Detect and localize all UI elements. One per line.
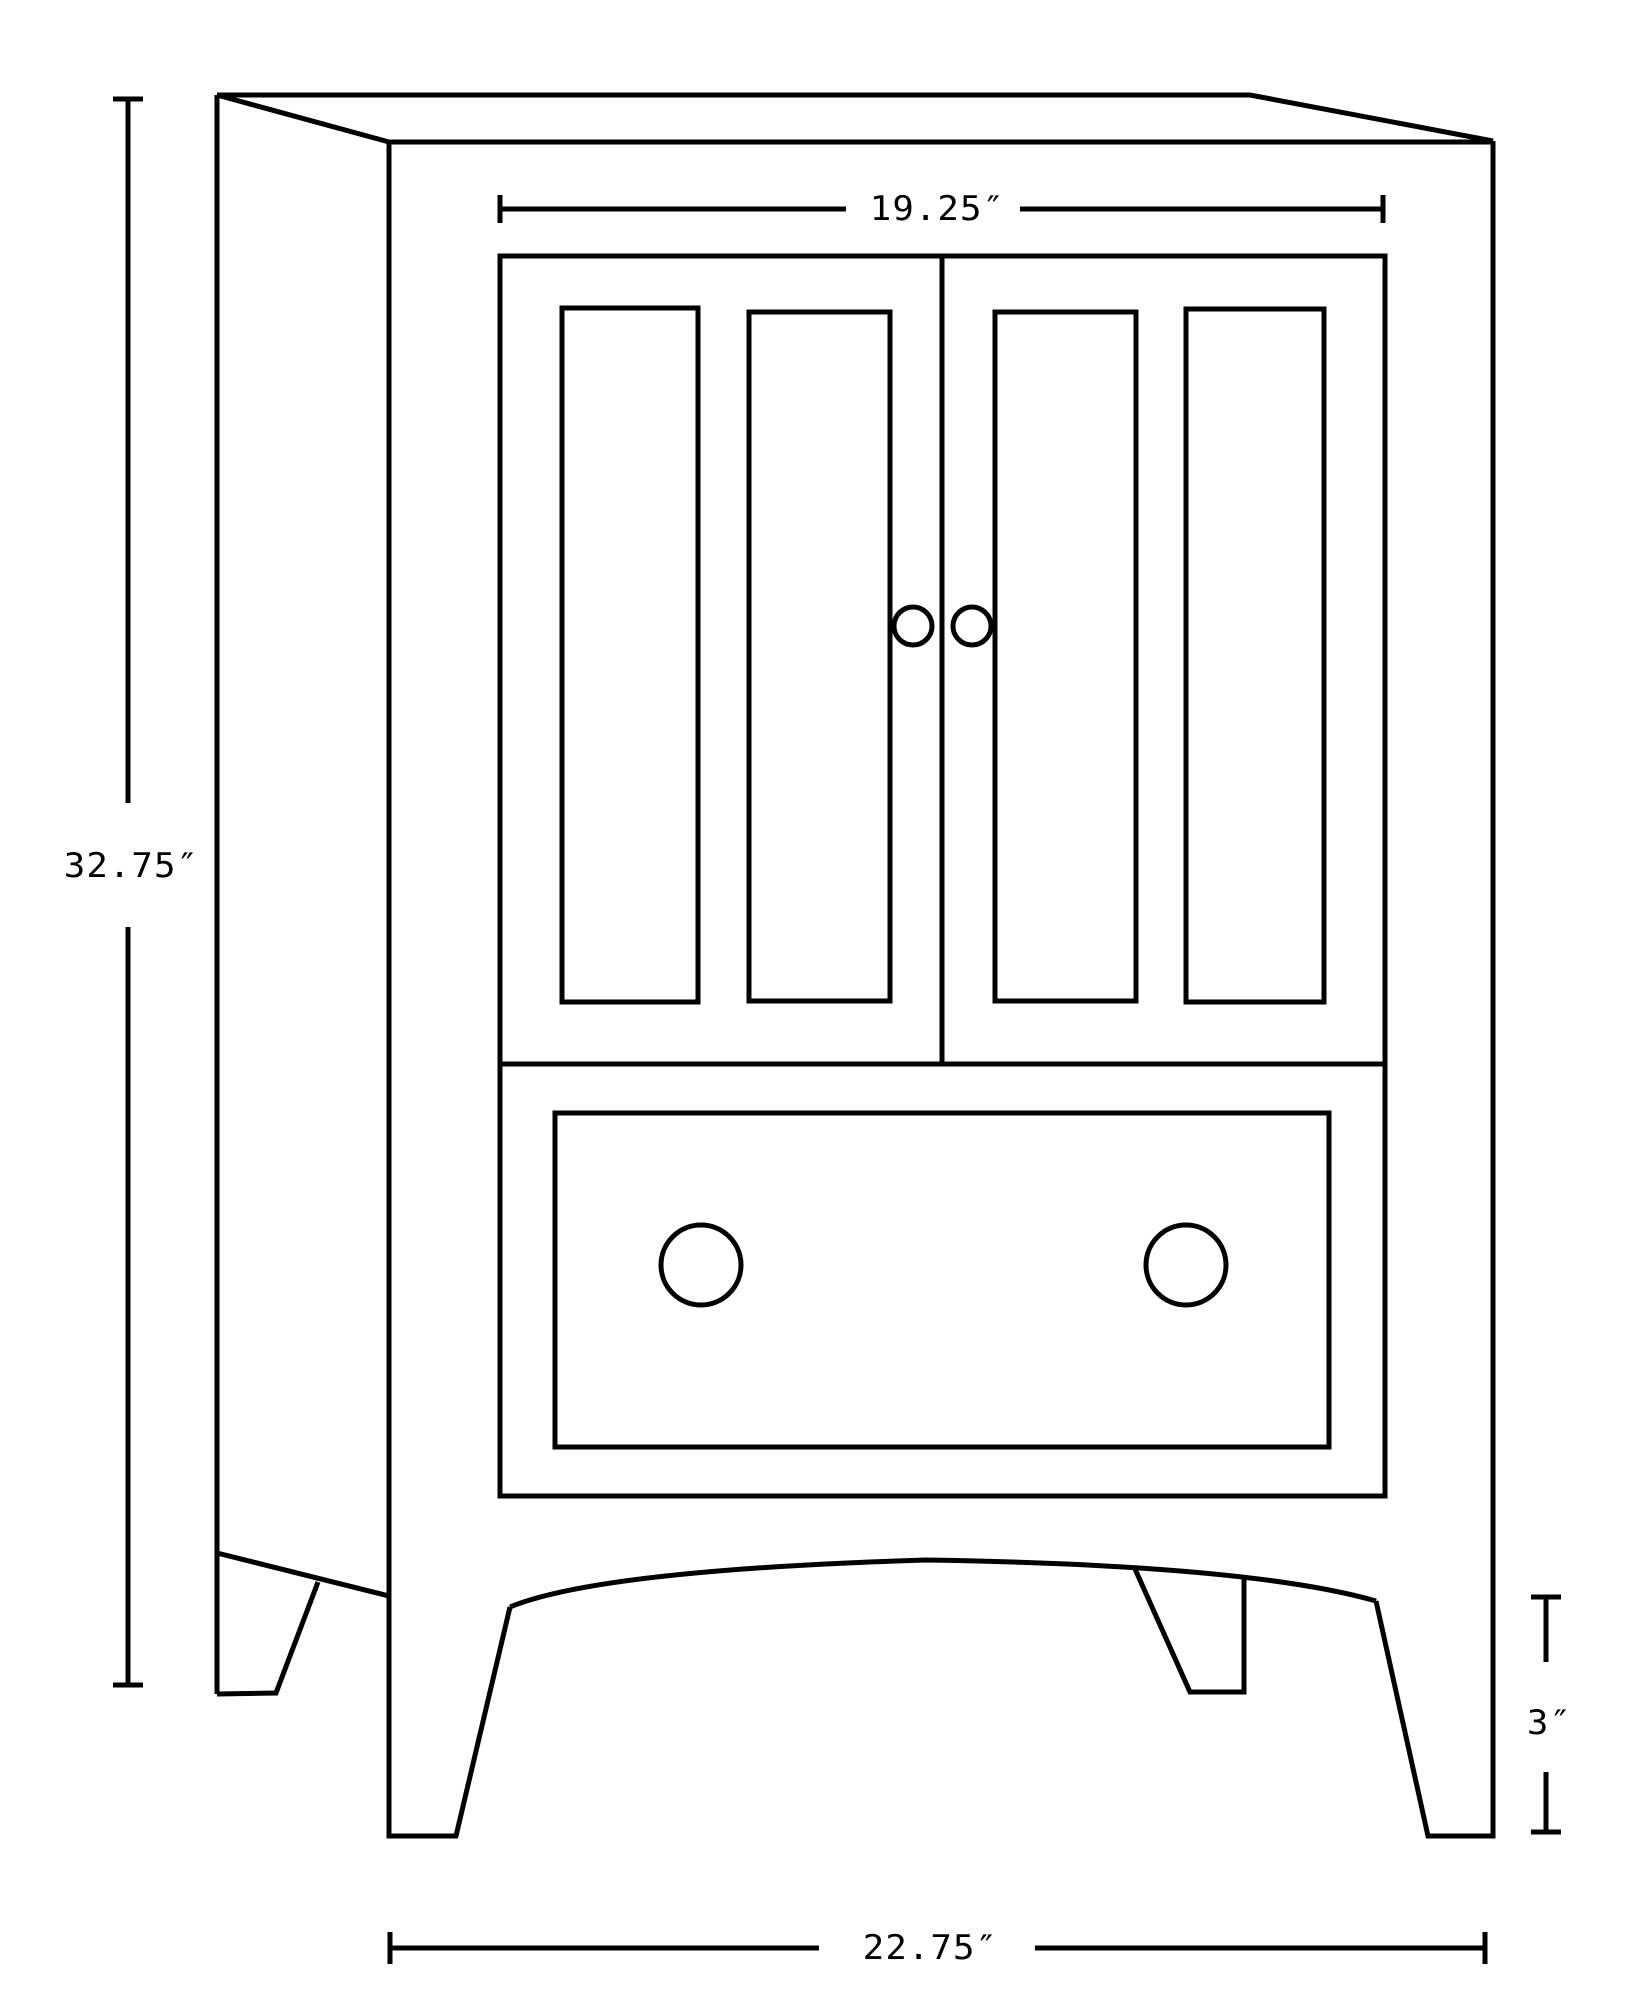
door-panel-1	[559, 305, 701, 1005]
door-panel-4	[1183, 306, 1327, 1005]
inner-width-dimension-line	[497, 195, 1386, 223]
overall-width-dimension-label: 22.75″	[862, 1928, 999, 1968]
door-panel-2	[746, 309, 893, 1004]
leg-height-dimension-label: 3″	[1526, 1703, 1573, 1743]
door-panel-3	[992, 309, 1139, 1004]
height-dimension-label: 32.75″	[63, 846, 200, 886]
right-door-knob	[950, 604, 994, 648]
cabinet-top	[216, 92, 1494, 145]
drawer-knob-right	[1143, 1222, 1229, 1308]
drawer[interactable]	[552, 1110, 1332, 1450]
cabinet-side-panel	[214, 95, 390, 1697]
left-door-knob	[891, 604, 935, 648]
drawer-front	[552, 1110, 1332, 1450]
leg-height-dimension-line	[1531, 1594, 1561, 1835]
right-door[interactable]	[950, 306, 1327, 1005]
height-dimension-line	[113, 96, 143, 1688]
face-frame	[497, 253, 1388, 1499]
cabinet-front-frame	[386, 141, 1496, 1839]
drawer-knob-left	[658, 1222, 744, 1308]
back-right-leg	[1132, 1567, 1247, 1695]
left-door[interactable]	[559, 305, 935, 1005]
overall-width-dimension-line	[387, 1932, 1488, 1964]
inner-width-dimension-label: 19.25″	[869, 189, 1006, 229]
